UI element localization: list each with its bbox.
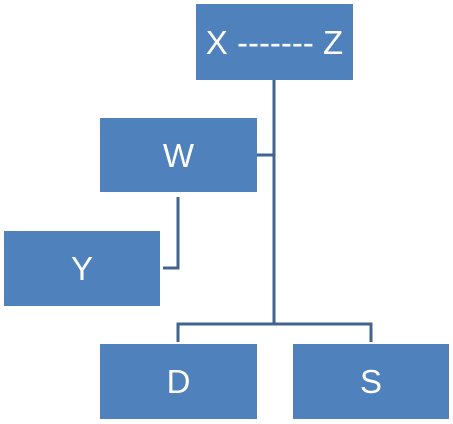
node-y-label: Y bbox=[70, 250, 93, 287]
node-d: D bbox=[100, 344, 257, 419]
node-d-label: D bbox=[166, 363, 191, 400]
node-w-label: W bbox=[162, 136, 195, 174]
node-x-z: X ------- Z bbox=[196, 4, 353, 80]
node-w: W bbox=[100, 118, 257, 192]
node-x-z-label: X ------- Z bbox=[205, 23, 344, 61]
node-y: Y bbox=[4, 231, 160, 306]
node-s-label: S bbox=[359, 363, 382, 400]
w-to-y-connector bbox=[163, 197, 180, 270]
node-s: S bbox=[293, 344, 449, 419]
children-bus-connector bbox=[176, 322, 373, 342]
